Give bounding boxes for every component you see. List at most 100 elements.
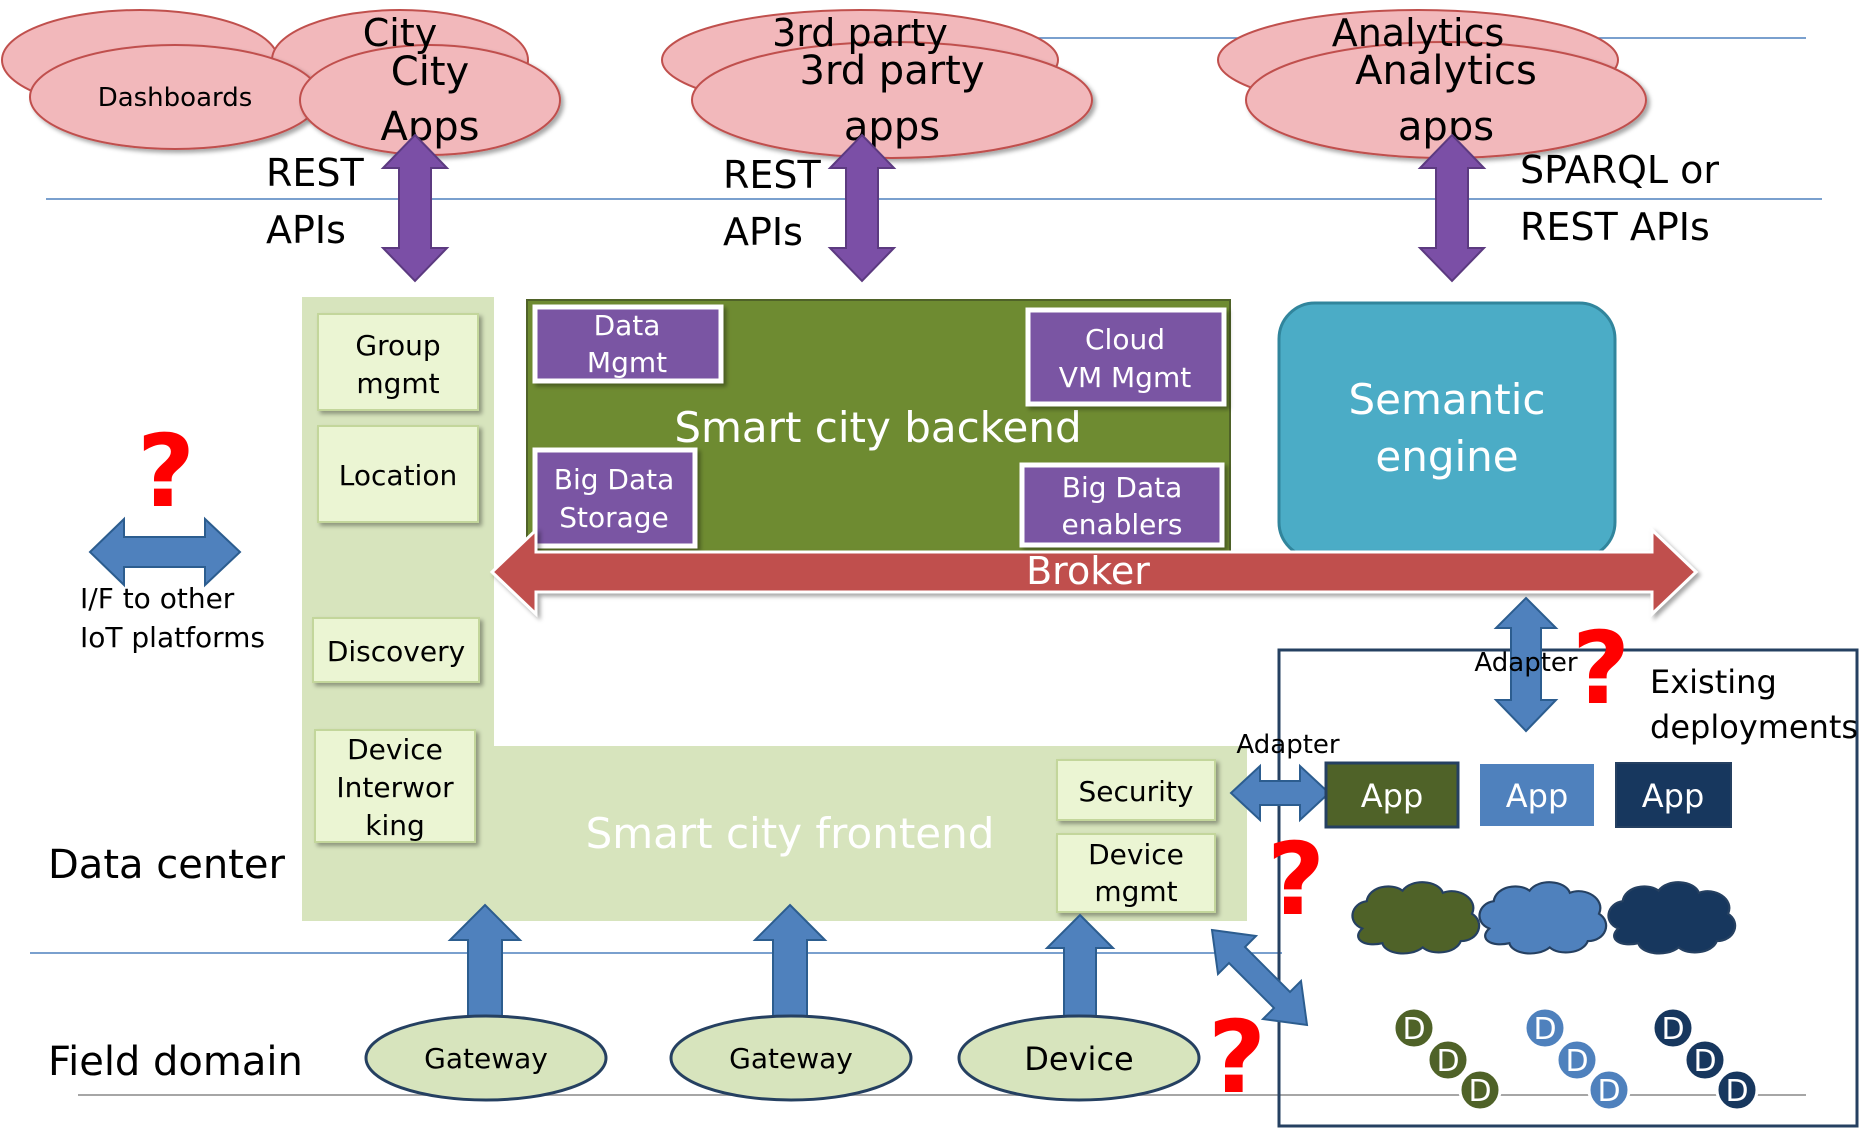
discovery-label: Discovery: [327, 635, 465, 668]
app-box-green: [1324, 761, 1460, 829]
gateway-1-node: [364, 1014, 608, 1102]
app-box-blue: [1478, 762, 1596, 828]
device-node-green-label-1: D: [1402, 1012, 1425, 1047]
adapter-label-side: Adapter: [1236, 730, 1339, 760]
app-box-navy: [1615, 762, 1732, 828]
data-mgmt-label-1: Data: [594, 309, 661, 342]
location-module: [317, 425, 479, 523]
cloud-vm-label-2: VM Mgmt: [1059, 361, 1191, 394]
big-data-enablers-label-2: enablers: [1061, 508, 1182, 541]
gateway-2-label: Gateway: [729, 1042, 853, 1075]
group-mgmt-label-1: Group: [355, 329, 440, 362]
rest-api-arrow-1: [380, 133, 450, 283]
device-interworking-label-1: Device: [347, 733, 443, 766]
adapter-arrow-vertical: [1493, 596, 1559, 733]
big-data-enablers-label-1: Big Data: [1062, 471, 1183, 504]
gateway-1-label: Gateway: [424, 1042, 548, 1075]
big-data-storage-label-1: Big Data: [554, 463, 675, 496]
device-node-green-label-3: D: [1468, 1074, 1491, 1109]
device-node-green-1: [1392, 1006, 1436, 1050]
analytics-back-label: Analytics: [1332, 11, 1505, 55]
big-data-enablers-module: [1019, 462, 1225, 548]
group-mgmt-label-2: mgmt: [356, 367, 439, 400]
data-mgmt-module: [532, 304, 724, 384]
device-node-green-label-2: D: [1436, 1044, 1459, 1079]
sparql-label-1: SPARQL or: [1520, 148, 1719, 192]
semantic-engine-label-2: engine: [1375, 432, 1518, 481]
rest-apis-label-2a: REST: [723, 153, 822, 197]
device-node-blue-label-1: D: [1533, 1012, 1556, 1047]
device-mgmt-label-1: Device: [1088, 838, 1184, 871]
rest-apis-label-1b: APIs: [266, 208, 346, 252]
device-interworking-label-3: king: [365, 809, 425, 842]
diagonal-link-arrow: [1210, 928, 1309, 1027]
other-iot-label-2: IoT platforms: [80, 621, 265, 654]
group-mgmt-module: [317, 313, 479, 411]
device-node-blue-1: [1523, 1006, 1567, 1050]
device-node-blue-label-2: D: [1565, 1044, 1588, 1079]
other-iot-arrow: [88, 516, 242, 588]
big-data-storage-label-2: Storage: [559, 501, 669, 534]
dashboards-label: Dashboards: [98, 83, 253, 113]
app-label-navy: App: [1642, 777, 1705, 815]
device-node-green-3: [1458, 1068, 1502, 1112]
gateway-2-node: [669, 1014, 913, 1102]
field-domain-label: Field domain: [48, 1039, 303, 1085]
network-cloud-blue: [1478, 881, 1608, 955]
other-iot-label-1: I/F to other: [80, 582, 235, 615]
existing-deployments-box: [1277, 648, 1859, 1128]
device-mgmt-module: [1056, 833, 1216, 913]
third-party-ellipse-front: [691, 41, 1093, 159]
big-data-storage-module: [532, 447, 698, 549]
device-node-navy-label-1: D: [1661, 1012, 1684, 1047]
device-node-blue-label-3: D: [1597, 1074, 1620, 1109]
semantic-engine-label-1: Semantic: [1349, 375, 1546, 424]
device-interworking-module: [314, 729, 476, 843]
device-node-navy-label-2: D: [1693, 1044, 1716, 1079]
sparql-label-2: REST APIs: [1520, 205, 1710, 249]
city-apps-cloud-group: [1, 9, 561, 156]
smart-city-frontend-title: Smart city frontend: [586, 809, 995, 858]
smart-city-backend-title: Smart city backend: [674, 403, 1081, 452]
device-node-navy-2: [1683, 1038, 1727, 1082]
device-node-blue-2: [1555, 1038, 1599, 1082]
discovery-module: [312, 617, 480, 683]
device-node-green-2: [1426, 1038, 1470, 1082]
security-module: [1056, 759, 1216, 821]
rest-apis-label-2b: APIs: [723, 210, 803, 254]
device-label: Device: [1024, 1040, 1133, 1078]
semantic-engine-box: [1277, 301, 1617, 560]
third-party-back-label: 3rd party: [772, 11, 948, 55]
device-node: [957, 1014, 1201, 1102]
rest-apis-label-1a: REST: [266, 151, 365, 195]
other-iot-question-mark: ?: [137, 413, 195, 530]
existing-deployments-label-2: deployments: [1650, 708, 1858, 746]
city-apps-label-2: Apps: [381, 104, 480, 150]
app-label-green: App: [1361, 777, 1424, 815]
field-question-mark: ?: [1208, 999, 1266, 1116]
broker-arrow: [489, 526, 1699, 618]
adapter-question-mark: ?: [1572, 610, 1630, 727]
device-mgmt-label-2: mgmt: [1094, 875, 1177, 908]
device-node-navy-1: [1651, 1006, 1695, 1050]
city-back-label: City: [363, 11, 437, 55]
third-party-cloud-group: [661, 9, 1093, 159]
device-node-navy-label-3: D: [1725, 1074, 1748, 1109]
cloud-vm-mgmt-module: [1025, 307, 1227, 407]
rest-api-arrow-2: [827, 133, 897, 283]
analytics-label-1: Analytics: [1355, 48, 1537, 94]
data-mgmt-label-2: Mgmt: [587, 346, 667, 379]
location-label: Location: [339, 459, 457, 492]
existing-deployments-label-1: Existing: [1650, 663, 1777, 701]
device-node-navy-3: [1715, 1068, 1759, 1112]
sparql-api-arrow: [1417, 133, 1487, 283]
data-center-label: Data center: [48, 842, 285, 888]
city-apps-label-1: City: [391, 49, 469, 95]
cloud-vm-label-1: Cloud: [1085, 323, 1165, 356]
device-node-blue-3: [1587, 1068, 1631, 1112]
smart-city-frontend-area: [302, 297, 1247, 921]
broker-label: Broker: [1026, 549, 1150, 593]
adapter-label-top: Adapter: [1474, 648, 1577, 678]
third-party-label-1: 3rd party: [800, 48, 985, 94]
